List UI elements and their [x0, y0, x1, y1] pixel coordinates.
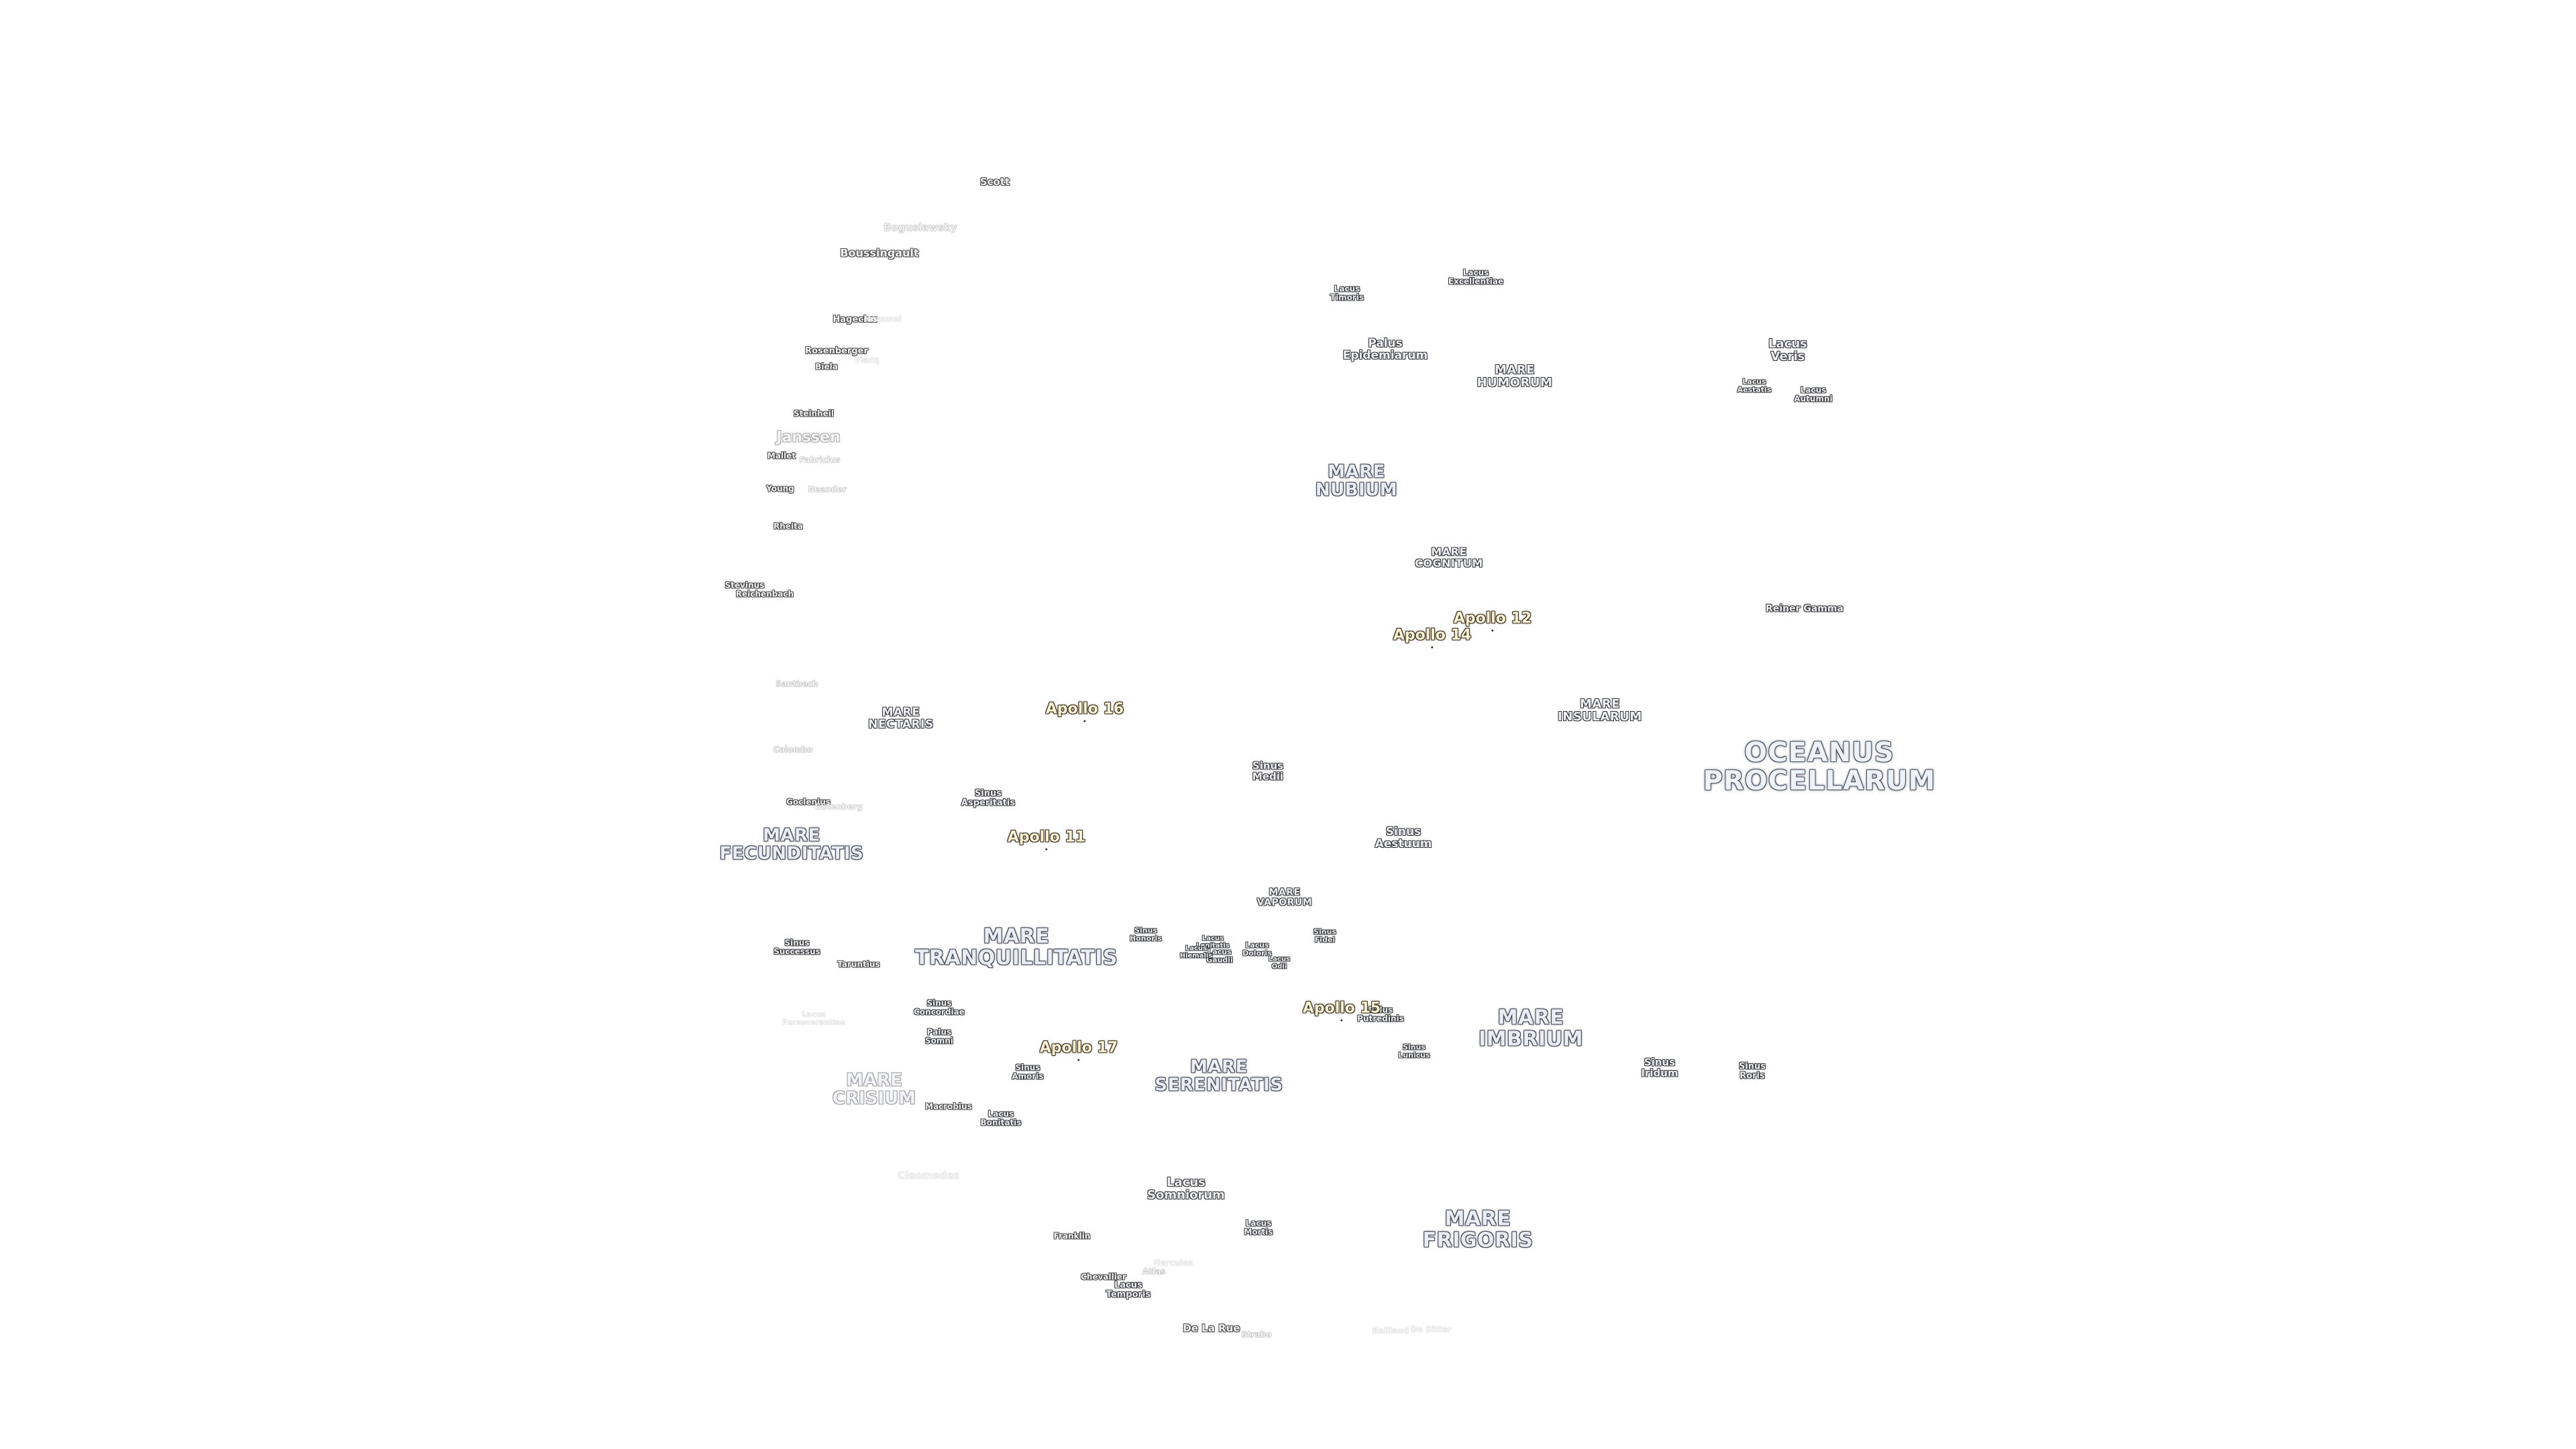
label-sinus-iridum[interactable]: Sinus Iridum — [1641, 1056, 1678, 1079]
label-lacus-somniorum[interactable]: Lacus Somniorum — [1147, 1175, 1225, 1202]
label-apollo-16[interactable]: Apollo 16 — [1045, 700, 1124, 718]
label-lacus-excellentiae[interactable]: Lacus Excellentiae — [1448, 268, 1504, 286]
label-mare-nubium[interactable]: MARE NUBIUM — [1315, 462, 1398, 500]
label-sinus-asperitatis[interactable]: Sinus Asperitatis — [961, 788, 1016, 808]
label-colombo[interactable]: Colombo — [773, 745, 813, 755]
label-boussingault[interactable]: Boussingault — [840, 246, 919, 260]
label-lacus-aestatis[interactable]: Lacus Aestatis — [1737, 377, 1772, 394]
label-apollo-17[interactable]: Apollo 17 — [1039, 1039, 1118, 1057]
label-lacus-autumni[interactable]: Lacus Autumni — [1794, 385, 1833, 403]
label-hagecius[interactable]: Hagecius — [833, 315, 878, 325]
label-lacus-mortis[interactable]: Lacus Mortis — [1244, 1218, 1273, 1236]
label-scott[interactable]: Scott — [979, 176, 1010, 189]
label-young[interactable]: Young — [766, 484, 794, 494]
label-fabricius[interactable]: Fabricius — [799, 455, 841, 465]
label-biela[interactable]: Biela — [815, 362, 838, 372]
label-santbech[interactable]: Santbech — [775, 679, 818, 689]
label-lacus-perseverantiae[interactable]: Lacus Perseverantiae — [782, 1010, 846, 1026]
label-reichenbach[interactable]: Reichenbach — [735, 589, 794, 599]
label-sinus-aestuum[interactable]: Sinus Aestuum — [1375, 825, 1432, 851]
label-de-sitter[interactable]: De Sitter — [1410, 1324, 1452, 1334]
label-sinus-amoris[interactable]: Sinus Amoris — [1012, 1063, 1044, 1081]
label-neander[interactable]: Neander — [808, 484, 847, 494]
label-hercules[interactable]: Hercules — [1153, 1258, 1193, 1268]
label-mare-serenitatis[interactable]: MARE SERENITATIS — [1155, 1057, 1283, 1095]
label-mare-imbrium[interactable]: MARE IMBRIUM — [1479, 1006, 1583, 1051]
label-mare-insularum[interactable]: MARE INSULARUM — [1558, 697, 1642, 724]
label-oceanus-procellarum[interactable]: OCEANUS PROCELLARUM — [1703, 737, 1936, 796]
label-taruntius[interactable]: Taruntius — [837, 959, 880, 969]
label-goclenius[interactable]: Goclenius — [786, 797, 830, 807]
label-lacus-gaudii[interactable]: Lacus Gaudii — [1206, 947, 1233, 964]
label-lacus-veris[interactable]: Lacus Veris — [1768, 337, 1807, 364]
label-baillaud[interactable]: Baillaud — [1372, 1326, 1409, 1336]
label-strabo[interactable]: Strabo — [1241, 1330, 1272, 1340]
label-stevinus[interactable]: Stevinus — [724, 580, 765, 590]
label-chevallier[interactable]: Chevallier — [1081, 1272, 1126, 1282]
label-atlas[interactable]: Atlas — [1142, 1267, 1166, 1277]
label-franklin[interactable]: Franklin — [1053, 1231, 1091, 1241]
label-boguslawsky[interactable]: Boguslawsky — [883, 221, 957, 234]
label-de-la-rue[interactable]: De La Rue — [1183, 1322, 1240, 1335]
label-rosenberger[interactable]: Rosenberger — [805, 346, 868, 357]
label-lacus-hiemalis[interactable]: Lacus Hiemalis — [1179, 945, 1213, 959]
label-lacus-temporis[interactable]: Lacus Temporis — [1106, 1280, 1151, 1299]
label-mare-fecunditatis[interactable]: MARE FECUNDITATIS — [719, 825, 864, 864]
label-cleomedes[interactable]: Cleomedes — [897, 1169, 960, 1182]
label-lacus-timoris[interactable]: Lacus Timoris — [1330, 284, 1364, 302]
label-vlacq[interactable]: Vlacq — [854, 355, 879, 365]
label-macrobius[interactable]: Macrobius — [925, 1102, 972, 1112]
label-lacus-odii[interactable]: Lacus Odii — [1268, 955, 1291, 970]
label-reiner-gamma[interactable]: Reiner Gamma — [1766, 603, 1843, 614]
label-palus-epidemiarum[interactable]: Palus Epidemiarum — [1342, 337, 1428, 362]
label-sinus-successus[interactable]: Sinus Successus — [773, 938, 820, 956]
label-mare-tranquillitatis[interactable]: MARE TRANQUILLITATIS — [914, 924, 1118, 969]
label-sinus-medii[interactable]: Sinus Medii — [1252, 759, 1284, 782]
label-lacus-lenitatis[interactable]: Lacus Lenitatis — [1196, 934, 1230, 949]
label-sinus-concordiae[interactable]: Sinus Concordiae — [914, 998, 965, 1016]
label-mare-vaporum[interactable]: MARE VAPORUM — [1256, 887, 1313, 908]
label-lacus-doloris[interactable]: Lacus Doloris — [1242, 941, 1272, 957]
label-mare-nectaris[interactable]: MARE NECTARIS — [868, 706, 934, 731]
label-steinheil[interactable]: Steinheil — [793, 409, 835, 419]
label-sinus-fidei[interactable]: Sinus Fidei — [1313, 927, 1336, 944]
label-rheita[interactable]: Rheita — [773, 521, 803, 531]
label-mallet[interactable]: Mallet — [767, 451, 796, 461]
label-hommel[interactable]: Hommel — [864, 314, 902, 324]
label-sinus-lunicus[interactable]: Sinus Lunicus — [1398, 1042, 1430, 1059]
label-mare-cognitum[interactable]: MARE COGNITUM — [1415, 545, 1483, 570]
label-lacus-bonitatis[interactable]: Lacus Bonitatis — [980, 1109, 1022, 1127]
label-mare-frigoris[interactable]: MARE FRIGORIS — [1422, 1207, 1534, 1252]
label-apollo-14[interactable]: Apollo 14 — [1393, 627, 1472, 644]
label-apollo-12[interactable]: Apollo 12 — [1453, 610, 1532, 627]
label-mare-humorum[interactable]: MARE HUMORUM — [1477, 363, 1553, 390]
label-gutenberg[interactable]: Gutenberg — [814, 802, 863, 812]
label-sinus-honoris[interactable]: Sinus Honoris — [1130, 926, 1162, 943]
label-sinus-roris[interactable]: Sinus Roris — [1738, 1061, 1766, 1081]
label-apollo-15[interactable]: Apollo 15 — [1302, 1000, 1381, 1017]
label-janssen[interactable]: Janssen — [776, 429, 841, 446]
label-apollo-11[interactable]: Apollo 11 — [1007, 828, 1086, 846]
label-palus-somni[interactable]: Palus Somni — [924, 1027, 954, 1045]
label-mare-crisium[interactable]: MARE CRISIUM — [832, 1070, 916, 1109]
